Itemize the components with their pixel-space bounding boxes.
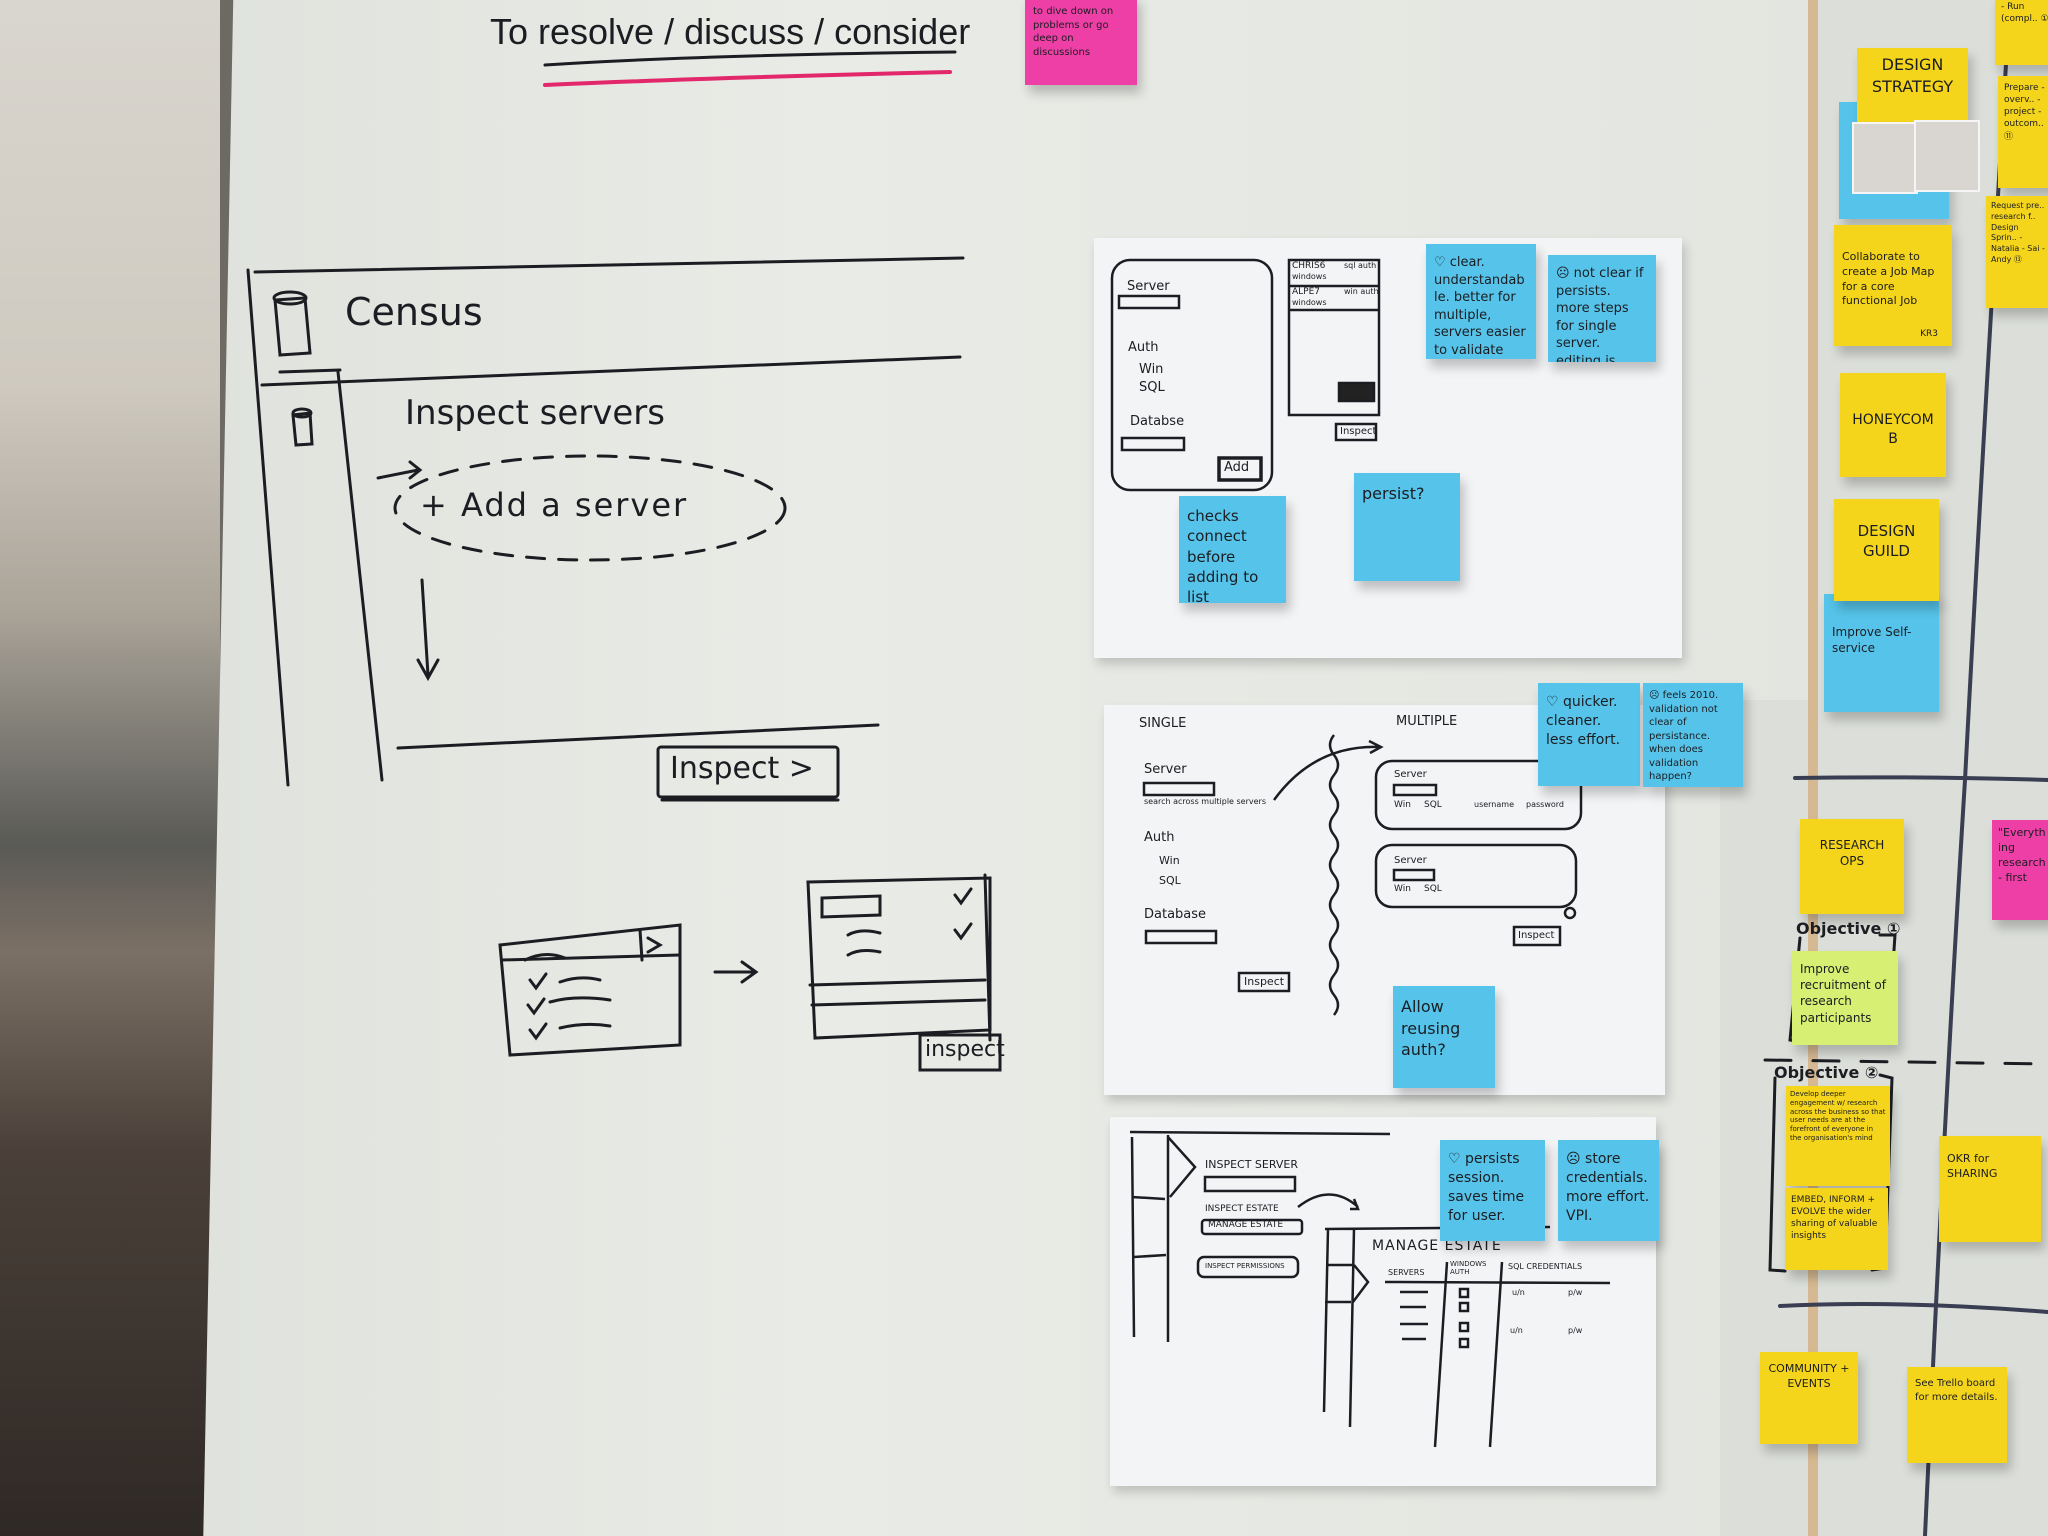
p1-list-type: windows (1292, 298, 1327, 307)
sticky-note-blue: persist? (1354, 473, 1460, 581)
p1-list-type: windows (1292, 272, 1327, 281)
objective-1-label: Objective ① (1796, 919, 1901, 938)
sticky-note-pink-top: to dive down on problems or go deep on d… (1025, 0, 1137, 85)
sticky-note-pink-quote: "Everything research - first (1992, 820, 2048, 920)
sticky-note-objective-1: Improve recruitment of research particip… (1792, 951, 1898, 1045)
p2-server-label: Server (1144, 762, 1187, 777)
sketch-inspect-button: Inspect > (670, 751, 814, 786)
p2-single-title: SINGLE (1139, 716, 1187, 731)
p3-inspect-permissions: INSPECT PERMISSIONS (1205, 1262, 1285, 1270)
sticky-note-design-strategy: DESIGN STRATEGY (1857, 48, 1968, 132)
p3-manage-estate-button: MANAGE ESTATE (1208, 1220, 1284, 1230)
sticky-note-edge: Prepare - overv.. - project - outcom.. ⑪ (1998, 76, 2048, 188)
p2-multiple-title: MULTIPLE (1396, 714, 1458, 729)
p3-inspect-estate: INSPECT ESTATE (1205, 1204, 1279, 1214)
team-photo (1852, 122, 1918, 194)
p2-multi-auth-sql: SQL (1424, 800, 1442, 810)
sticky-note-okr: OKR for SHARING (1939, 1136, 2041, 1242)
sticky-note-blue: ♡ quicker. cleaner. less effort. (1538, 683, 1640, 786)
p3-cred-pw: p/w (1568, 1288, 1583, 1297)
sketch-app-name: Census (345, 290, 483, 334)
sticky-note-objective-2b: EMBED, INFORM + EVOLVE the wider sharing… (1785, 1188, 1888, 1270)
sticky-note-improve-self-service: Improve Self-service (1824, 594, 1939, 712)
p2-password: password (1526, 800, 1564, 809)
paper-2-lines (1142, 734, 1583, 1016)
p2-database-label: Database (1144, 907, 1207, 922)
sticky-note-community: COMMUNITY + EVENTS (1760, 1352, 1858, 1444)
p2-multi-auth-win: Win (1394, 800, 1411, 810)
p1-list-auth: win auth (1344, 287, 1379, 296)
p2-multi-server-label: Server (1394, 855, 1427, 866)
sticky-note-edge: - Run (compl.. ① (1995, 0, 2048, 65)
p1-auth-win: Win (1139, 362, 1164, 377)
p1-list-name: ALPE7 (1292, 287, 1321, 297)
p3-inspect-server: INSPECT SERVER (1205, 1158, 1299, 1171)
p3-cred-pw: p/w (1568, 1326, 1583, 1335)
p3-col-sql-credentials: SQL CREDENTIALS (1508, 1262, 1583, 1271)
sticky-note-blue: checks connect before adding to list (1179, 496, 1286, 603)
p1-auth-sql: SQL (1139, 380, 1165, 395)
collaborate-text: Collaborate to create a Job Map for a co… (1842, 249, 1935, 308)
paper-3-lines (1129, 1130, 1611, 1448)
team-photo (1914, 120, 1980, 192)
collaborate-tag: KR3 (1920, 328, 1938, 339)
objective-2-label: Objective ② (1774, 1063, 1879, 1082)
board-title: To resolve / discuss / consider (490, 11, 971, 52)
p1-server-label: Server (1127, 279, 1170, 294)
p2-multi-inspect: Inspect (1518, 930, 1555, 941)
sticky-note-collaborate: Collaborate to create a Job Map for a co… (1834, 225, 1952, 346)
sticky-note-edge: Request pre.. research f.. Design Sprin.… (1986, 196, 2048, 308)
sticky-note-blue: ☹ store credentials. more effort. VPI. (1558, 1140, 1659, 1241)
sticky-note-blue: ☹ feels 2010. validation not clear of pe… (1643, 683, 1743, 787)
board-edge (1808, 0, 1818, 1536)
p2-auth-sql: SQL (1159, 874, 1181, 887)
p3-col-windows-auth: WINDOWS AUTH (1450, 1260, 1487, 1276)
p1-database-label: Databse (1130, 414, 1185, 429)
sketch-small-inspect: inspect (925, 1037, 1005, 1062)
p3-manage-title: MANAGE ESTATE (1372, 1238, 1502, 1254)
p2-auth-win: Win (1159, 854, 1180, 867)
sticky-note-trello: See Trello board for more details. (1907, 1367, 2007, 1463)
sticky-note-objective-2: Develop deeper engagement w/ research ac… (1786, 1086, 1890, 1186)
p2-multi-auth-sql: SQL (1424, 884, 1442, 894)
p2-search-hint: search across multiple servers (1144, 797, 1267, 806)
p1-inspect-button: Inspect (1340, 426, 1377, 437)
sticky-note-blue: ♡ persists session. saves time for user. (1440, 1140, 1545, 1241)
sticky-note-design-guild: DESIGN GUILD (1834, 499, 1939, 601)
p2-username: username (1474, 800, 1514, 809)
p1-list-name: CHRIS6 (1292, 261, 1326, 271)
p3-col-servers: SERVERS (1388, 1268, 1425, 1277)
sketch-page-title: Inspect servers (405, 393, 665, 433)
sticky-note-blue: ♡ clear. understandable. better for mult… (1426, 244, 1536, 359)
p2-multi-auth-win: Win (1394, 884, 1411, 894)
p2-multi-server-label: Server (1394, 769, 1427, 780)
sticky-note-blue: Allow reusing auth? (1393, 986, 1495, 1088)
p1-list-auth: sql auth (1344, 261, 1377, 270)
p1-add-button: Add (1224, 460, 1250, 475)
paper-1-lines (1110, 258, 1381, 492)
sticky-note-honeycomb: HONEYCOMB (1840, 373, 1946, 477)
office-background (0, 0, 220, 1536)
p3-cred-un: u/n (1510, 1326, 1523, 1335)
p2-inspect-button: Inspect (1244, 975, 1285, 988)
p3-cred-un: u/n (1512, 1288, 1525, 1297)
sticky-note-blue: ☹ not clear if persists. more steps for … (1548, 255, 1656, 362)
sticky-note-research-ops: RESEARCH OPS (1800, 819, 1904, 914)
p2-auth-label: Auth (1144, 830, 1175, 845)
sketch-add-server: + Add a server (420, 486, 689, 524)
p1-auth-label: Auth (1128, 340, 1159, 355)
